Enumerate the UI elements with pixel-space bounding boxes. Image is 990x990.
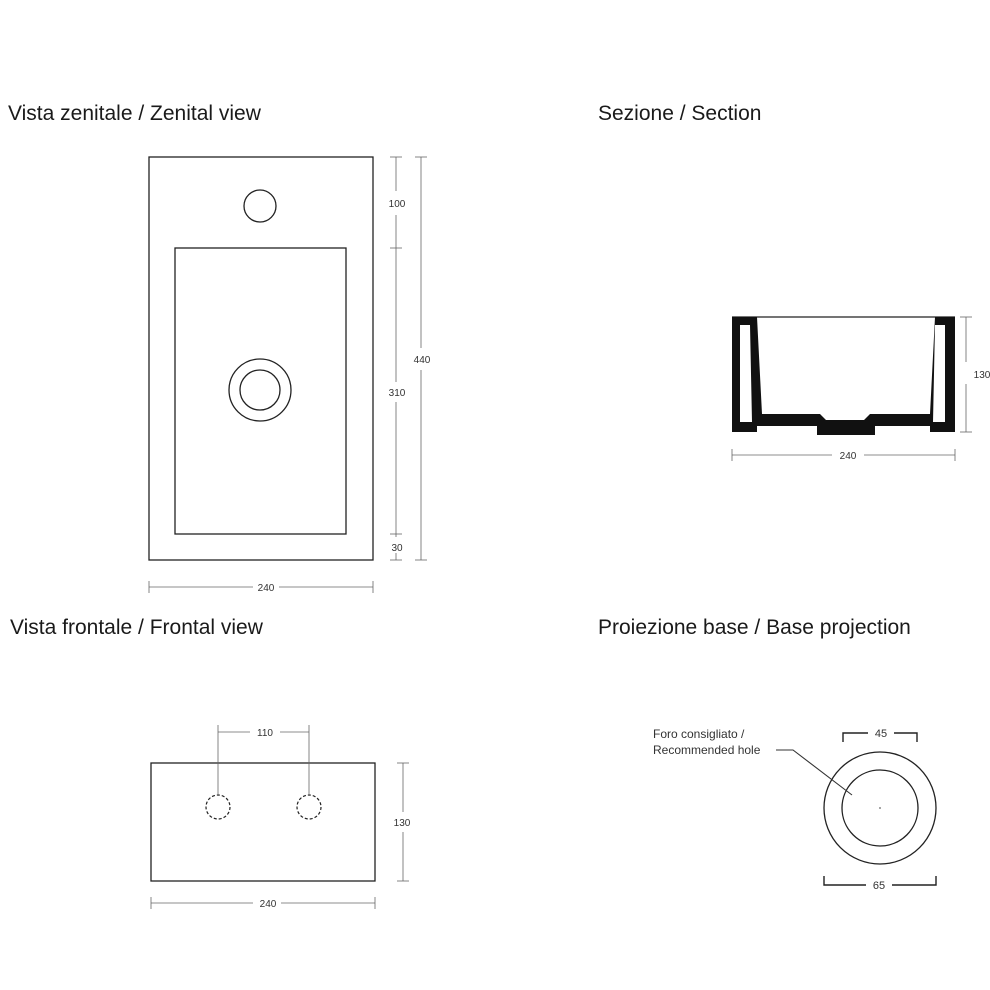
zenital-view: 100 310 30 440 240 xyxy=(148,156,431,594)
recommended-hole-label-line1: Foro consigliato / xyxy=(653,727,745,741)
zenital-dim-top: 100 xyxy=(389,199,406,210)
section-dim-width: 240 xyxy=(840,451,857,462)
zenital-view-title: Vista zenitale / Zenital view xyxy=(8,102,261,125)
tap-hole xyxy=(243,189,277,223)
section-profile xyxy=(732,317,955,435)
base-dim-outer: 65 xyxy=(873,880,885,892)
frontal-dim-holes-spacing: 110 xyxy=(257,728,273,739)
zenital-basin-outline xyxy=(174,247,347,535)
base-projection-view: 45 65 Foro consigliato / Recommended hol… xyxy=(653,727,937,892)
frontal-right-hole xyxy=(296,794,322,820)
base-dim-brackets xyxy=(823,732,937,886)
zenital-outer-outline xyxy=(148,156,374,561)
drain-inner-ring xyxy=(239,369,281,411)
base-inner-circle xyxy=(841,769,919,847)
zenital-dim-width: 240 xyxy=(258,583,275,594)
frontal-dim-width: 240 xyxy=(260,899,277,910)
zenital-dim-chain xyxy=(148,156,427,593)
zenital-dim-total: 440 xyxy=(414,355,431,366)
zenital-dim-bottom: 30 xyxy=(391,543,403,554)
base-outer-circle xyxy=(823,751,937,865)
section-dim-height: 130 xyxy=(974,370,990,381)
drain-outer-ring xyxy=(228,358,292,422)
base-projection-title: Proiezione base / Base projection xyxy=(598,616,911,639)
recommended-hole-label-line2: Recommended hole xyxy=(653,743,761,757)
base-dim-inner: 45 xyxy=(875,728,887,740)
zenital-dim-basin: 310 xyxy=(389,388,406,399)
base-center-point xyxy=(879,807,881,809)
frontal-dim-lines xyxy=(150,725,409,909)
section-view-title: Sezione / Section xyxy=(598,102,762,125)
frontal-outline xyxy=(150,762,376,882)
section-dim-lines xyxy=(731,316,972,461)
frontal-dim-height: 130 xyxy=(394,818,411,829)
frontal-view: 110 130 240 xyxy=(150,725,411,910)
section-view: 130 240 xyxy=(731,316,990,462)
frontal-left-hole xyxy=(205,794,231,820)
hole-leader-line xyxy=(776,749,853,796)
frontal-view-title: Vista frontale / Frontal view xyxy=(10,616,263,639)
